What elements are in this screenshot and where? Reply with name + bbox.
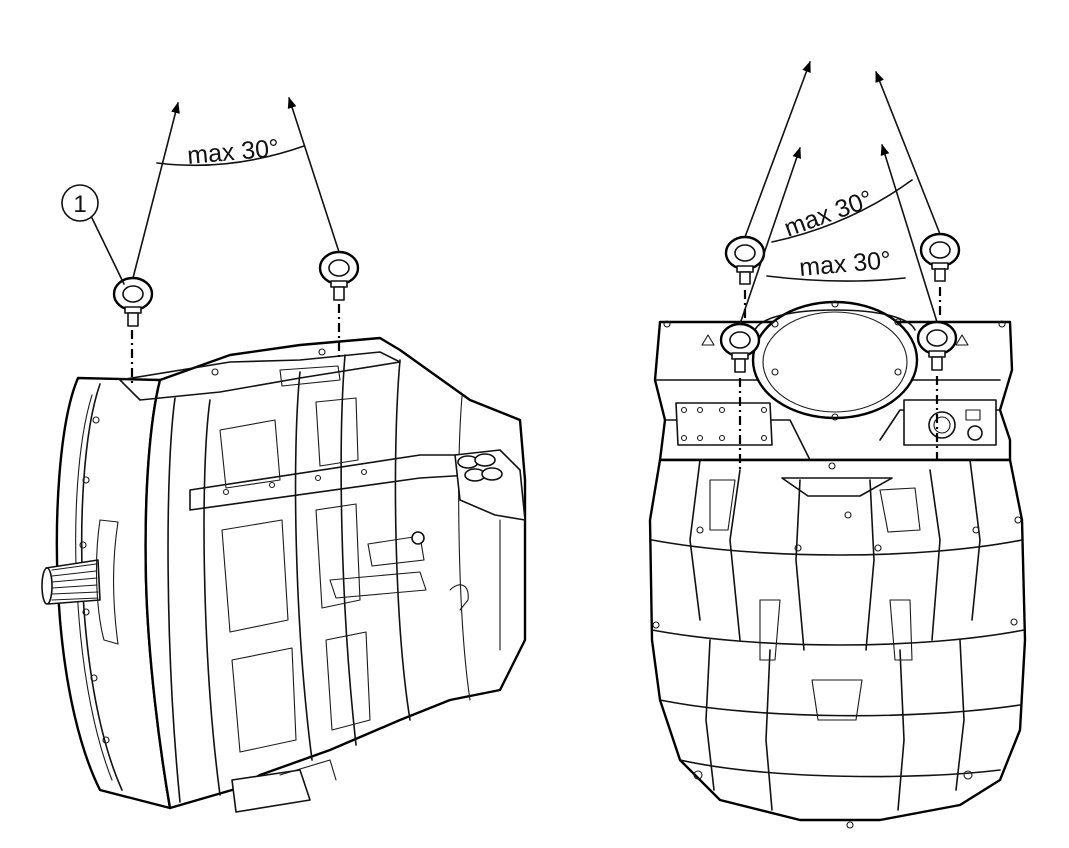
callout-1 [61, 184, 125, 285]
right-eyebolt-inner-right [916, 320, 958, 465]
left-eyebolt-1 [112, 276, 154, 385]
left-angle-label: max 30° [186, 134, 280, 170]
left-eyebolt-2 [318, 250, 360, 360]
right-motor-housing [648, 300, 1027, 829]
right-angle-label-upper: max 30° [780, 185, 876, 243]
right-lifting-arrows [739, 60, 941, 325]
right-angle-label-lower: max 30° [798, 246, 892, 282]
left-motor-housing [41, 336, 527, 813]
right-eyebolt-outer-right [919, 232, 961, 318]
callout-number: 1 [73, 191, 86, 218]
left-lifting-arrows [132, 96, 340, 279]
